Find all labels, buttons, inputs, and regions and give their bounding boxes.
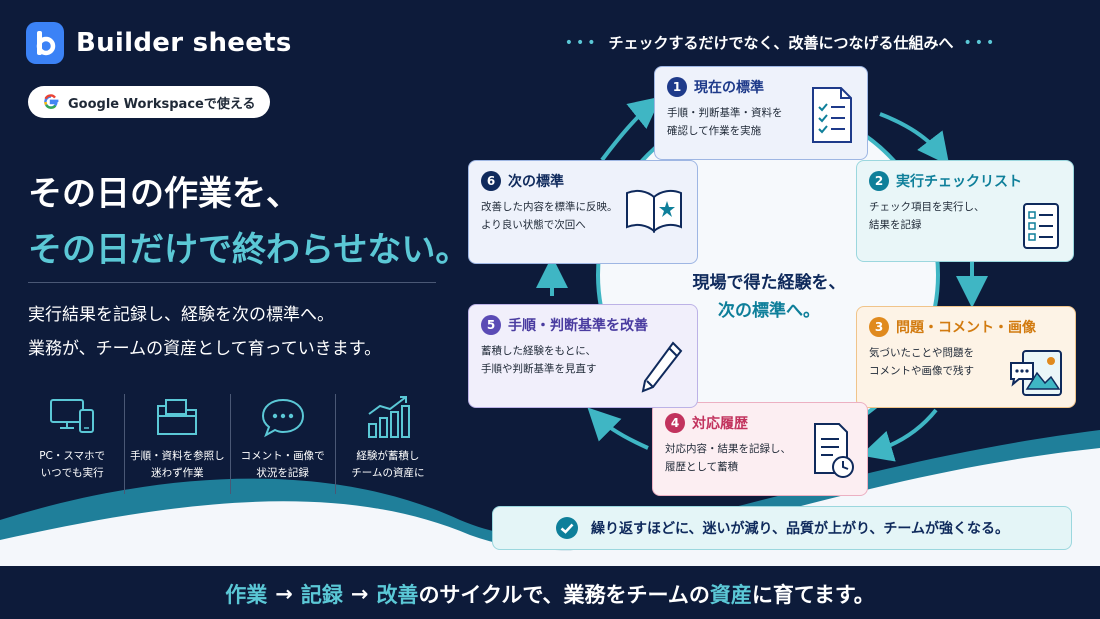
decorative-dots: ••• — [963, 34, 998, 51]
feature-item: コメント・画像で状況を記録 — [231, 394, 336, 494]
step-description: 蓄積した経験をもとに、手順や判断基準を見直す — [481, 345, 597, 375]
divider — [28, 282, 436, 283]
banner-text: 繰り返すほどに、迷いが減り、品質が上がり、チームが強くなる。 — [590, 521, 1010, 537]
step-title: 問題・コメント・画像 — [896, 320, 1036, 336]
keyword-record: 記録 — [300, 583, 343, 607]
step-number: 4 — [665, 413, 685, 433]
google-workspace-badge: Google Workspaceで使える — [28, 86, 270, 118]
headline-line1: その日の作業を、 — [28, 174, 300, 214]
folder-icon — [157, 399, 198, 435]
step-title: 対応履歴 — [692, 416, 748, 432]
builder-logo-icon — [26, 22, 64, 64]
brand-name: Builder sheets — [76, 28, 292, 58]
keyword-asset: 資産 — [709, 583, 752, 607]
statement-text: のサイクルで、業務をチームの — [418, 583, 710, 607]
step-number: 5 — [481, 315, 501, 335]
step-title: 次の標準 — [508, 174, 564, 190]
cycle-center-line2: 次の標準へ。 — [718, 301, 820, 321]
bottom-statement: 作業 → 記録 → 改善 のサイクルで、業務をチームの 資産 に育てます。 — [0, 574, 1100, 614]
step-card-1: 1 現在の標準 手順・判断基準・資料を確認して作業を実施 — [654, 66, 868, 160]
step-title: 現在の標準 — [694, 80, 764, 96]
growth-chart-icon — [367, 396, 410, 438]
feature-label: PC・スマホでいつでも実行 — [39, 450, 106, 479]
tagline-text: チェックするだけでなく、改善につなげる仕組みへ — [608, 34, 954, 52]
headline-line2: その日だけで終わらせない。 — [28, 230, 470, 270]
feature-item: 経験が蓄積しチームの資産に — [336, 394, 440, 494]
google-g-icon — [44, 94, 59, 109]
feature-label: 経験が蓄積しチームの資産に — [351, 450, 425, 479]
body-line1: 実行結果を記録し、経験を次の標準へ。 — [28, 305, 334, 325]
arrow: → — [350, 582, 369, 606]
decorative-dots: ••• — [564, 34, 599, 51]
cycle-center-line1: 現場で得た経験を、 — [692, 273, 846, 293]
document-checklist-icon — [812, 87, 852, 143]
comment-image-icon — [1010, 350, 1062, 396]
history-document-icon — [814, 423, 854, 478]
checklist-icon — [1023, 203, 1059, 249]
body-line2: 業務が、チームの資産として育っていきます。 — [28, 339, 382, 359]
feature-list: PC・スマホでいつでも実行 手順・資料を参照し迷わず作業 コメント・画像で状況を… — [20, 394, 440, 494]
step-description: 対応内容・結果を記録し、履歴として蓄積 — [665, 443, 791, 473]
step-description: 気づいたことや問題をコメントや画像で残す — [869, 347, 974, 377]
badge-label: Google Workspaceで使える — [68, 96, 256, 112]
chat-icon — [261, 398, 304, 438]
step-title: 手順・判断基準を改善 — [508, 318, 648, 334]
check-circle-icon — [555, 517, 578, 539]
feature-label: コメント・画像で状況を記録 — [240, 450, 325, 479]
statement-text: に育てます。 — [751, 583, 875, 607]
step-number: 6 — [481, 171, 501, 191]
step-card-2: 2 実行チェックリスト チェック項目を実行し、結果を記録 — [856, 160, 1074, 262]
arrow: → — [275, 582, 293, 606]
step-description: チェック項目を実行し、結果を記録 — [869, 201, 985, 231]
cycle-diagram: 1 現在の標準 手順・判断基準・資料を確認して作業を実施 2 実行チェックリ — [452, 60, 1084, 560]
step-number: 3 — [869, 317, 889, 337]
tagline: ••• チェックするだけでなく、改善につなげる仕組みへ ••• — [528, 32, 1034, 53]
pencil-icon — [641, 341, 683, 393]
step-card-6: 6 次の標準 改善した内容を標準に反映。より良い状態で次回へ — [468, 160, 698, 264]
keyword-work: 作業 — [225, 583, 268, 607]
step-title: 実行チェックリスト — [896, 174, 1022, 190]
step-number: 1 — [667, 77, 687, 97]
step-card-4: 4 対応履歴 対応内容・結果を記録し、履歴として蓄積 — [652, 402, 868, 496]
brand: Builder sheets — [26, 22, 292, 64]
step-description: 手順・判断基準・資料を確認して作業を実施 — [667, 107, 783, 137]
book-star-icon — [626, 189, 682, 234]
feature-item: PC・スマホでいつでも実行 — [20, 394, 126, 494]
step-description: 改善した内容を標準に反映。より良い状態で次回へ — [481, 201, 618, 231]
feature-label: 手順・資料を参照し迷わず作業 — [130, 450, 225, 479]
step-number: 2 — [869, 171, 889, 191]
result-banner: 繰り返すほどに、迷いが減り、品質が上がり、チームが強くなる。 — [492, 506, 1072, 550]
step-card-3: 3 問題・コメント・画像 気づいたことや問題をコメントや画像で残す — [856, 306, 1076, 408]
keyword-improve: 改善 — [376, 583, 419, 607]
step-card-5: 5 手順・判断基準を改善 蓄積した経験をもとに、手順や判断基準を見直す — [468, 304, 698, 408]
feature-item: 手順・資料を参照し迷わず作業 — [125, 394, 231, 494]
devices-icon — [50, 399, 95, 433]
